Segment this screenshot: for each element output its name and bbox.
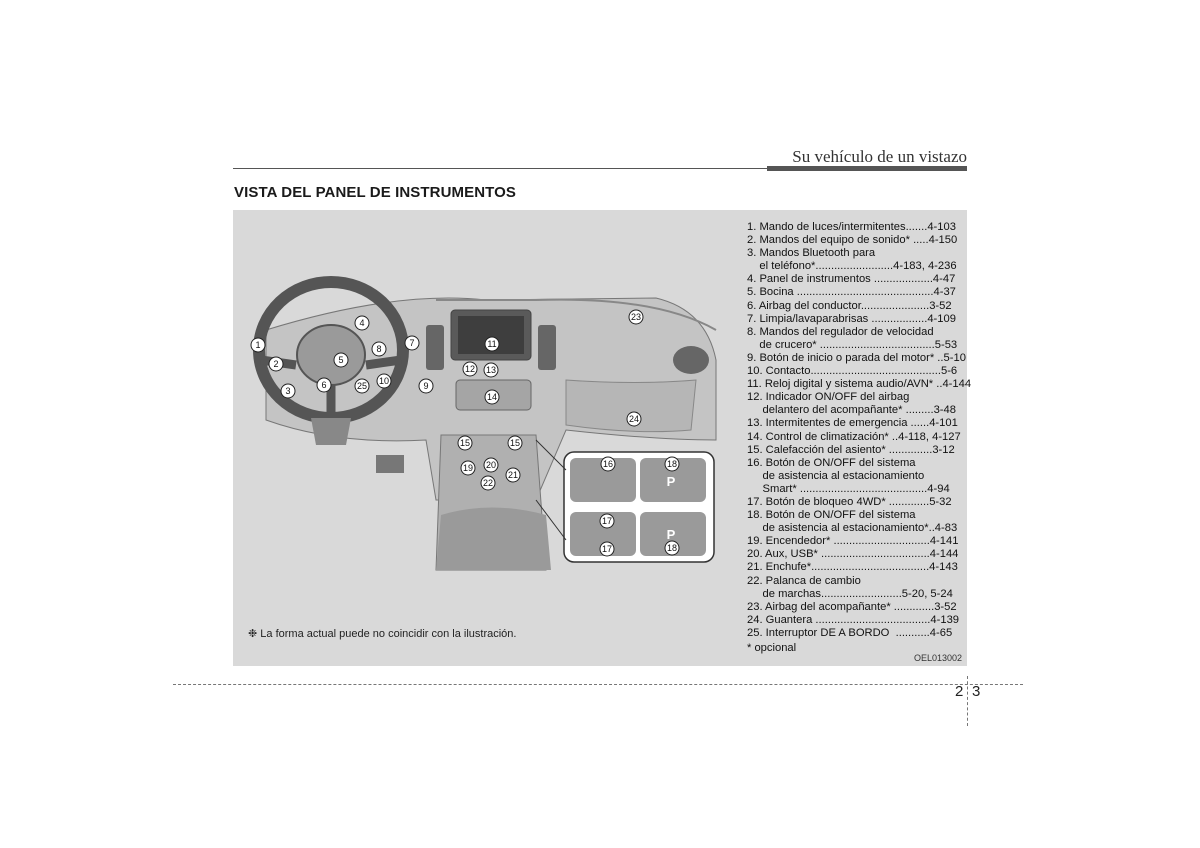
callout-marker bbox=[418, 378, 434, 394]
callout-marker bbox=[599, 541, 615, 557]
legend-item: 12. Indicador ON/OFF del airbag delanter… bbox=[747, 391, 956, 417]
legend-item: 10. Contacto............................… bbox=[747, 365, 958, 378]
callout-number: 1 bbox=[255, 340, 260, 350]
legend-item: 4. Panel de instrumentos ...............… bbox=[747, 273, 956, 286]
callout-marker bbox=[316, 377, 332, 393]
callout-number: 17 bbox=[602, 516, 612, 526]
callout-number: 9 bbox=[423, 381, 428, 391]
legend-item: 13. Intermitentes de emergencia ......4-… bbox=[747, 417, 958, 430]
callout-number: 15 bbox=[510, 438, 520, 448]
callout-number: 25 bbox=[357, 381, 367, 391]
callout-marker bbox=[354, 315, 370, 331]
callout-marker bbox=[462, 361, 478, 377]
running-header: Su vehículo de un vistazo bbox=[792, 147, 967, 166]
callout-marker bbox=[333, 352, 349, 368]
legend-item: 15. Calefacción del asiento* ...........… bbox=[747, 443, 955, 456]
callout-marker bbox=[484, 389, 500, 405]
callout-marker bbox=[457, 435, 473, 451]
callout-marker bbox=[507, 435, 523, 451]
svg-text:P: P bbox=[667, 527, 676, 542]
callout-number: 18 bbox=[667, 543, 677, 553]
callout-marker bbox=[664, 456, 680, 472]
callout-marker bbox=[600, 456, 616, 472]
header-rule bbox=[233, 168, 767, 169]
callout-marker bbox=[483, 362, 499, 378]
callout-marker bbox=[626, 411, 642, 427]
page-number: 3 bbox=[972, 683, 981, 700]
header-rule-accent bbox=[767, 166, 967, 171]
legend-footnote: * opcional bbox=[747, 642, 797, 654]
legend-item: 18. Botón de ON/OFF del sistema de asist… bbox=[747, 509, 958, 535]
callout-number: 8 bbox=[376, 344, 381, 354]
legend-item: 23. Airbag del acompañante* ............… bbox=[747, 600, 957, 613]
callout-number: 6 bbox=[321, 380, 326, 390]
callout-number: 22 bbox=[483, 478, 493, 488]
callout-marker bbox=[250, 337, 266, 353]
callout-marker bbox=[664, 540, 680, 556]
callout-marker bbox=[371, 341, 387, 357]
figure-note: ❉ La forma actual puede no coincidir con… bbox=[248, 628, 517, 640]
callout-marker bbox=[599, 513, 615, 529]
callout-number: 4 bbox=[359, 318, 364, 328]
legend-item: 7. Limpia/lavaparabrisas ...............… bbox=[747, 312, 956, 325]
callout-number: 14 bbox=[487, 392, 497, 402]
legend-item: 6. Airbag del conductor.................… bbox=[747, 299, 952, 312]
callout-number: 5 bbox=[338, 355, 343, 365]
legend-item: 22. Palanca de cambio de marchas........… bbox=[747, 574, 953, 600]
component-legend: 1. Mando de luces/intermitentes.......4-… bbox=[747, 221, 972, 655]
legend-item: 20. Aux, USB* ..........................… bbox=[747, 548, 959, 561]
callout-marker bbox=[460, 460, 476, 476]
callout-number: 11 bbox=[487, 339, 496, 349]
callout-number: 16 bbox=[603, 459, 613, 469]
callout-marker bbox=[484, 336, 500, 352]
callout-marker bbox=[376, 373, 392, 389]
callout-marker bbox=[505, 467, 521, 483]
legend-item: 17. Botón de bloqueo 4WD* .............5… bbox=[747, 495, 952, 508]
callout-number: 23 bbox=[631, 312, 641, 322]
callout-number: 21 bbox=[508, 470, 518, 480]
chapter-number: 2 bbox=[955, 683, 964, 700]
figure-code: OEL013002 bbox=[913, 653, 962, 663]
callout-marker bbox=[354, 378, 370, 394]
page-divider bbox=[967, 676, 968, 726]
legend-item: 1. Mando de luces/intermitentes.......4-… bbox=[747, 221, 956, 233]
callout-marker bbox=[404, 335, 420, 351]
legend-item: 9. Botón de inicio o parada del motor* .… bbox=[747, 351, 966, 364]
section-title: VISTA DEL PANEL DE INSTRUMENTOS bbox=[234, 184, 517, 201]
callout-marker bbox=[483, 457, 499, 473]
callout-number: 15 bbox=[460, 438, 470, 448]
callout-number: 17 bbox=[602, 544, 612, 554]
callout-number: 2 bbox=[273, 359, 278, 369]
legend-item: 21. Enchufe*............................… bbox=[747, 561, 958, 574]
callout-number: 18 bbox=[667, 459, 677, 469]
legend-item: 16. Botón de ON/OFF del sistema de asist… bbox=[747, 456, 950, 495]
legend-item: 25. Interruptor DE A BORDO ...........4-… bbox=[747, 626, 953, 639]
callout-number: 10 bbox=[379, 376, 389, 386]
legend-item: 11. Reloj digital y sistema audio/AVN* .… bbox=[747, 378, 972, 391]
legend-item: 24. Guantera ...........................… bbox=[747, 613, 960, 626]
callout-number: 19 bbox=[463, 463, 473, 473]
callout-number: 12 bbox=[465, 364, 475, 374]
legend-item: 5. Bocina ..............................… bbox=[747, 286, 956, 299]
legend-item: 3. Mandos Bluetooth para el teléfono*...… bbox=[747, 247, 957, 273]
legend-item: 14. Control de climatización* ..4-118, 4… bbox=[747, 430, 961, 443]
legend-item: 19. Encendedor* ........................… bbox=[747, 535, 959, 548]
svg-text:P: P bbox=[667, 474, 676, 489]
callout-number: 20 bbox=[486, 460, 496, 470]
callout-number: 13 bbox=[486, 365, 496, 375]
footer-rule bbox=[173, 684, 1023, 685]
callout-number: 7 bbox=[409, 338, 414, 348]
callout-marker bbox=[480, 475, 496, 491]
callout-number: 3 bbox=[285, 386, 290, 396]
callout-marker bbox=[628, 309, 644, 325]
legend-item: 8. Mandos del regulador de velocidad de … bbox=[747, 325, 958, 351]
callout-marker bbox=[280, 383, 296, 399]
callout-marker bbox=[268, 356, 284, 372]
legend-item: 2. Mandos del equipo de sonido* .....4-1… bbox=[747, 234, 958, 247]
callout-number: 24 bbox=[629, 414, 639, 424]
